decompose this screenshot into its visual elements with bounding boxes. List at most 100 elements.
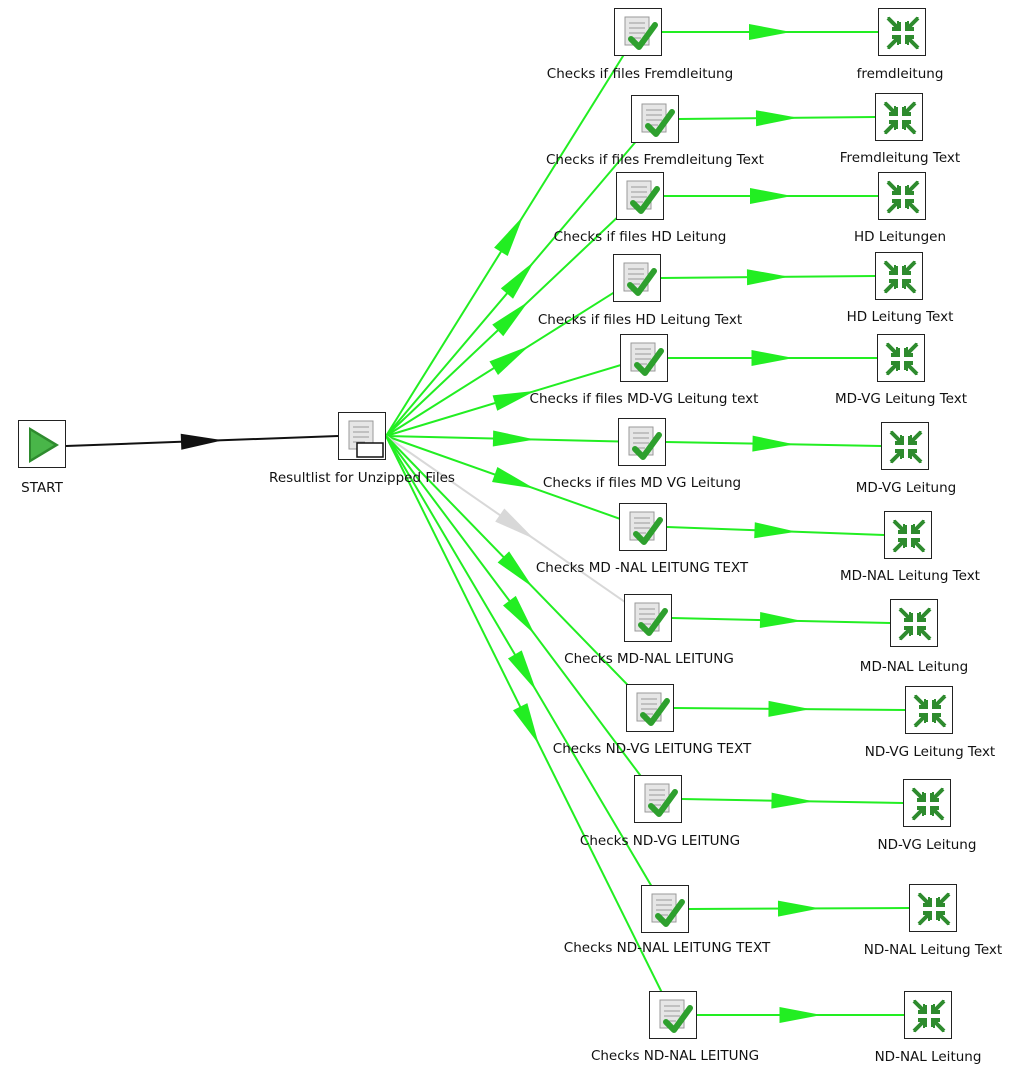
check-label-4: Checks if files MD-VG Leitung text — [529, 391, 759, 407]
arrowhead-icon — [768, 700, 811, 717]
check-node-10[interactable] — [641, 885, 689, 933]
check-node-4[interactable] — [620, 334, 668, 382]
target-node-7[interactable] — [890, 599, 938, 647]
hop-hub-to-check-8[interactable] — [385, 435, 651, 709]
hop-hub-to-check-5[interactable] — [385, 430, 643, 447]
target-node-3[interactable] — [875, 252, 923, 300]
arrowhead-icon — [754, 522, 797, 539]
check-label-10: Checks ND-NAL LEITUNG TEXT — [563, 940, 771, 956]
target-label-0: fremdleitung — [856, 66, 944, 82]
check-label-0: Checks if files Fremdleitung — [546, 66, 734, 82]
check-node-8[interactable] — [626, 684, 674, 732]
arrowhead-icon — [497, 551, 533, 588]
hop-check-to-target-5[interactable] — [665, 435, 882, 452]
target-node-9[interactable] — [903, 779, 951, 827]
hop-check-to-target-4[interactable] — [668, 350, 877, 366]
target-label-10: ND-NAL Leitung Text — [863, 942, 1003, 958]
hop-hub-to-check-3[interactable] — [385, 277, 638, 437]
hub-node[interactable] — [338, 412, 386, 460]
target-label-5: MD-VG Leitung — [855, 480, 957, 496]
hop-hub-to-check-10[interactable] — [385, 435, 666, 910]
arrowhead-icon — [492, 301, 529, 337]
arrowhead-icon — [513, 703, 539, 745]
hop-hub-to-check-4[interactable] — [385, 357, 645, 437]
check-label-2: Checks if files HD Leitung — [553, 229, 727, 245]
check-label-11: Checks ND-NAL LEITUNG — [590, 1048, 760, 1064]
check-node-9[interactable] — [634, 775, 682, 823]
target-node-2[interactable] — [878, 172, 926, 220]
arrowhead-icon — [495, 508, 535, 539]
hop-check-to-target-10[interactable] — [688, 900, 910, 917]
check-label-1: Checks if files Fremdleitung Text — [546, 152, 764, 168]
check-node-7[interactable] — [624, 594, 672, 642]
hop-check-to-target-0[interactable] — [662, 24, 878, 40]
hub-label: Resultlist for Unzipped Files — [269, 470, 455, 486]
check-node-1[interactable] — [631, 95, 679, 143]
target-label-4: MD-VG Leitung Text — [834, 391, 968, 407]
arrowhead-icon — [492, 430, 535, 447]
check-label-9: Checks ND-VG LEITUNG — [579, 833, 741, 849]
check-node-5[interactable] — [618, 418, 666, 466]
target-label-2: HD Leitungen — [853, 229, 947, 245]
hop-check-to-target-6[interactable] — [666, 522, 885, 539]
hop-start-to-hub[interactable] — [65, 433, 339, 450]
check-node-11[interactable] — [649, 991, 697, 1039]
arrowhead-icon — [779, 1007, 822, 1023]
check-label-8: Checks ND-VG LEITUNG TEXT — [552, 741, 752, 757]
target-node-8[interactable] — [905, 686, 953, 734]
arrowhead-icon — [500, 261, 535, 299]
hop-hub-to-check-6[interactable] — [385, 435, 644, 528]
hop-check-to-target-8[interactable] — [673, 700, 906, 717]
arrowhead-icon — [759, 612, 802, 629]
start-label: START — [21, 480, 63, 496]
hop-check-to-target-3[interactable] — [660, 269, 876, 286]
arrowhead-icon — [489, 345, 530, 375]
target-node-11[interactable] — [904, 991, 952, 1039]
hop-check-to-target-1[interactable] — [678, 110, 876, 127]
target-node-0[interactable] — [878, 8, 926, 56]
hop-hub-to-check-7[interactable] — [385, 435, 649, 619]
arrowhead-icon — [750, 188, 792, 204]
target-node-4[interactable] — [877, 334, 925, 382]
hop-hub-to-check-11[interactable] — [385, 435, 674, 1016]
target-node-5[interactable] — [881, 422, 929, 470]
target-label-9: ND-VG Leitung — [877, 837, 977, 853]
hop-hub-to-check-9[interactable] — [385, 435, 659, 800]
start-node[interactable] — [18, 420, 66, 468]
hop-hub-to-check-0[interactable] — [385, 31, 639, 437]
hop-hub-to-check-2[interactable] — [385, 195, 641, 437]
target-label-7: MD-NAL Leitung — [859, 659, 969, 675]
check-node-6[interactable] — [619, 503, 667, 551]
hop-check-to-target-2[interactable] — [664, 188, 878, 204]
arrowhead-icon — [507, 650, 537, 691]
check-node-2[interactable] — [616, 172, 664, 220]
check-label-7: Checks MD-NAL LEITUNG — [564, 651, 734, 667]
check-label-5: Checks if files MD VG Leitung — [542, 475, 742, 491]
target-label-11: ND-NAL Leitung — [874, 1049, 982, 1065]
hop-check-to-target-9[interactable] — [681, 792, 904, 809]
check-label-3: Checks if files HD Leitung Text — [537, 312, 743, 328]
hop-check-to-target-11[interactable] — [697, 1007, 904, 1023]
arrowhead-icon — [492, 466, 535, 489]
check-node-3[interactable] — [613, 254, 661, 302]
target-node-1[interactable] — [875, 93, 923, 141]
check-node-0[interactable] — [614, 8, 662, 56]
arrowhead-icon — [751, 350, 794, 366]
target-label-3: HD Leitung Text — [846, 309, 954, 325]
target-label-8: ND-VG Leitung Text — [864, 744, 996, 760]
check-label-6: Checks MD -NAL LEITUNG TEXT — [535, 560, 749, 576]
target-node-10[interactable] — [909, 884, 957, 932]
arrowhead-icon — [180, 433, 223, 450]
target-node-6[interactable] — [884, 511, 932, 559]
arrowhead-icon — [771, 792, 814, 809]
hop-check-to-target-7[interactable] — [671, 612, 891, 629]
arrowhead-icon — [746, 269, 789, 286]
arrowhead-icon — [494, 216, 524, 257]
arrowhead-icon — [492, 390, 536, 411]
arrowhead-icon — [752, 435, 795, 452]
arrowhead-icon — [503, 595, 535, 635]
arrowhead-icon — [749, 24, 791, 40]
arrowhead-icon — [777, 900, 820, 917]
hop-hub-to-check-1[interactable] — [385, 118, 656, 437]
